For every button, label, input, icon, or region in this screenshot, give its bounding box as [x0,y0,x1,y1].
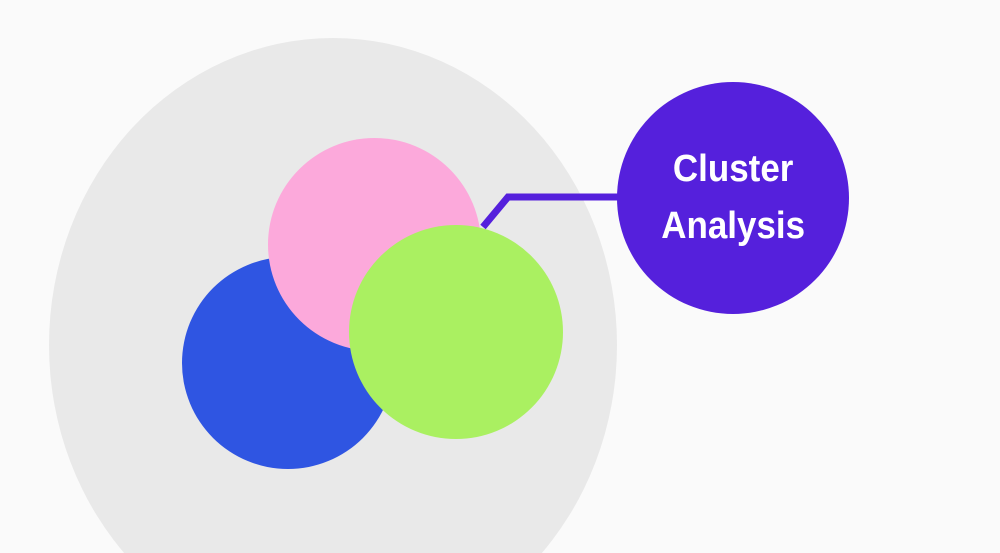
callout-label: Cluster Analysis [661,141,805,255]
green-cluster-circle [349,225,563,439]
callout-label-line2: Analysis [661,205,805,247]
callout-label-line1: Cluster [672,148,794,190]
callout-circle: Cluster Analysis [617,82,849,314]
